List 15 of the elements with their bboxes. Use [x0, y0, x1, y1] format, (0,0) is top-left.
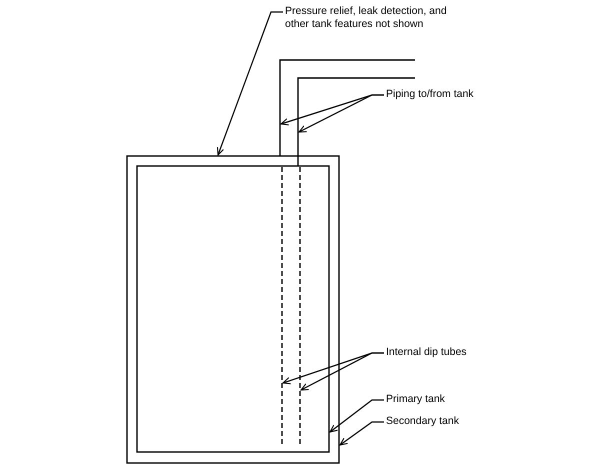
callout-text: Secondary tank: [386, 415, 459, 428]
leader-line: [216, 11, 283, 156]
callout-text: Internal dip tubes: [386, 346, 467, 359]
leader-line: [298, 94, 384, 133]
pipe-line: [297, 77, 415, 166]
secondary-tank-outline: [126, 155, 340, 464]
pipe-line: [279, 59, 415, 156]
dip-tube-line: [281, 167, 283, 447]
primary-tank-outline: [136, 165, 330, 453]
callout-text: Primary tank: [386, 393, 445, 406]
leader-line: [300, 352, 384, 391]
leader-line: [329, 399, 384, 433]
callout-text: Piping to/from tank: [386, 88, 474, 101]
dip-tube-line: [299, 167, 301, 447]
leader-line: [339, 421, 384, 446]
